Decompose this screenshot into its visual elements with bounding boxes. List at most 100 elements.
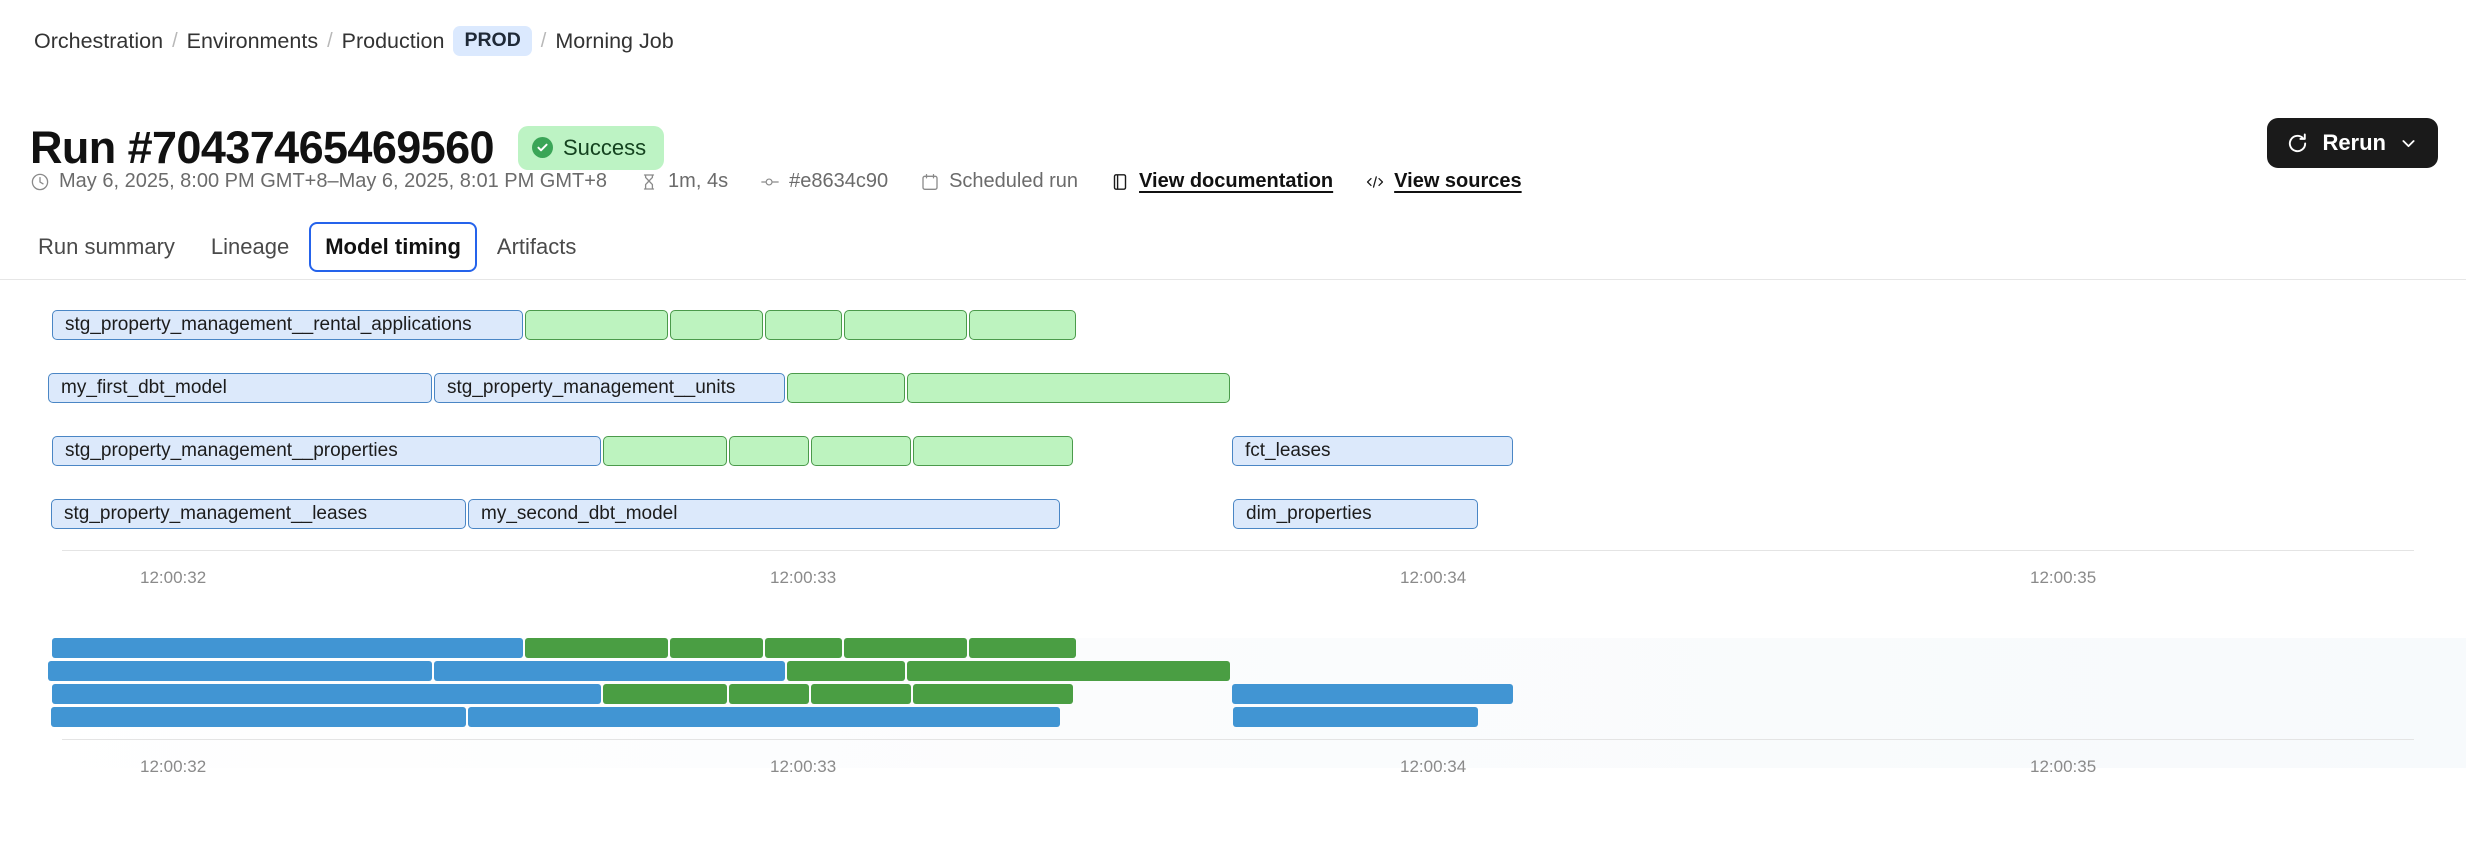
tab-run-summary[interactable]: Run summary (38, 234, 175, 259)
gantt-bar-my_first_dbt_model[interactable]: my_first_dbt_model (48, 373, 432, 403)
breadcrumb-item-orchestration[interactable]: Orchestration (34, 28, 164, 53)
minimap-bar-test[interactable] (969, 638, 1076, 658)
minimap-bar-test[interactable] (787, 661, 905, 681)
gantt-bar-stg_property_management__leases[interactable]: stg_property_management__leases (51, 499, 466, 529)
commit-icon (761, 178, 779, 186)
axis-tick-label: 12:00:33 (770, 757, 837, 776)
breadcrumb-badge-prod: PROD (453, 26, 532, 56)
gantt-bar-label: fct_leases (1245, 440, 1331, 461)
minimap-row (0, 707, 2466, 727)
minimap-bar-test[interactable] (765, 638, 842, 658)
minimap-bar-model[interactable] (52, 684, 601, 704)
gantt-row: stg_property_management__properties fct_l… (0, 436, 2466, 466)
gantt-bar-test[interactable] (969, 310, 1076, 340)
axis-tick-label: 12:00:35 (2030, 757, 2097, 776)
view-sources-link[interactable]: View sources (1365, 170, 1522, 193)
minimap-bar-model[interactable] (48, 661, 432, 681)
meta-duration-text: 1m, 4s (668, 170, 729, 192)
calendar-icon (922, 173, 938, 190)
gantt-bar-label: stg_property_management__rental_applicat… (65, 314, 472, 335)
gantt-bar-stg_property_management__rental_applications[interactable]: stg_property_management__rental_applicat… (52, 310, 523, 340)
axis-tick-label: 12:00:35 (2030, 568, 2097, 587)
page-title: Run #70437465469560 (30, 122, 495, 174)
rerun-button[interactable]: Rerun (2267, 118, 2438, 168)
book-icon (1113, 173, 1127, 190)
minimap-bar-test[interactable] (913, 684, 1073, 704)
breadcrumb-separator: / (540, 29, 547, 52)
code-icon (1367, 175, 1384, 188)
minimap-bar-model[interactable] (468, 707, 1060, 727)
minimap-bar-test[interactable] (844, 638, 967, 658)
minimap-bar-model[interactable] (52, 638, 523, 658)
gantt-axis-rule (62, 550, 2414, 551)
minimap-bar-model[interactable] (434, 661, 785, 681)
minimap-axis-rule (62, 739, 2414, 740)
tab-lineage[interactable]: Lineage (210, 234, 290, 259)
gantt-bar-label: stg_property_management__properties (65, 440, 398, 461)
minimap-bar-test[interactable] (729, 684, 809, 704)
gantt-bar-test[interactable] (603, 436, 727, 466)
view-documentation-label[interactable]: View documentation (1139, 170, 1334, 192)
minimap-bar-test[interactable] (670, 638, 763, 658)
minimap-bar-model[interactable] (51, 707, 466, 727)
meta-trigger-text: Scheduled run (949, 170, 1079, 192)
title-row: Run #70437465469560 Success (30, 95, 665, 200)
rerun-label: Rerun (2322, 130, 2386, 155)
gantt-bar-label: my_second_dbt_model (481, 503, 678, 524)
status-label: Success (562, 134, 647, 160)
breadcrumb-item-environments[interactable]: Environments (186, 28, 319, 53)
minimap-bar-test[interactable] (907, 661, 1230, 681)
check-circle-icon (531, 137, 553, 159)
tab-model-timing[interactable]: Model timing (309, 222, 477, 272)
model-timing-minimap[interactable]: 12:00:32 12:00:33 12:00:34 12:00:35 (0, 638, 2466, 776)
gantt-bar-test[interactable] (787, 373, 905, 403)
minimap-bar-test[interactable] (525, 638, 668, 658)
tab-artifacts[interactable]: Artifacts (496, 234, 577, 259)
view-sources-label[interactable]: View sources (1394, 170, 1522, 192)
breadcrumb-separator: / (172, 29, 178, 52)
gantt-bar-stg_property_management__units[interactable]: stg_property_management__units (434, 373, 785, 403)
chevron-down-icon[interactable] (2399, 134, 2418, 153)
breadcrumb-item-production[interactable]: Production (341, 28, 445, 53)
tab-bar: Run summary Lineage Model timing Artifac… (22, 222, 592, 272)
axis-tick-label: 12:00:34 (1400, 568, 1467, 587)
tab-bar-divider (0, 279, 2466, 280)
meta-time-range-text: May 6, 2025, 8:00 PM GMT+8–May 6, 2025, … (59, 170, 608, 192)
gantt-bar-test[interactable] (913, 436, 1073, 466)
gantt-bar-test[interactable] (811, 436, 911, 466)
minimap-row (0, 661, 2466, 681)
gantt-bar-fct_leases[interactable]: fct_leases (1232, 436, 1513, 466)
refresh-icon (2289, 133, 2307, 152)
breadcrumb-item-morning-job[interactable]: Morning Job (555, 28, 674, 53)
meta-commit: #e8634c90 (760, 170, 888, 193)
hourglass-icon (643, 173, 655, 190)
gantt-row: stg_property_management__leases my_second… (0, 499, 2466, 529)
view-documentation-link[interactable]: View documentation (1110, 170, 1333, 193)
meta-commit-text: #e8634c90 (789, 170, 889, 192)
gantt-bar-test[interactable] (907, 373, 1230, 403)
minimap-bar-test[interactable] (811, 684, 911, 704)
gantt-bar-test[interactable] (525, 310, 668, 340)
minimap-bar-model[interactable] (1232, 684, 1513, 704)
breadcrumb-separator: / (327, 29, 333, 52)
breadcrumb: Orchestration / Environments / Productio… (34, 26, 674, 56)
minimap-row (0, 638, 2466, 658)
gantt-bar-dim_properties[interactable]: dim_properties (1233, 499, 1478, 529)
gantt-bar-test[interactable] (670, 310, 763, 340)
minimap-axis-labels: 12:00:32 12:00:33 12:00:34 12:00:35 (0, 757, 2466, 779)
gantt-bar-test[interactable] (844, 310, 967, 340)
gantt-bar-test[interactable] (729, 436, 809, 466)
gantt-row: stg_property_management__rental_applicat… (0, 310, 2466, 340)
gantt-bar-my_second_dbt_model[interactable]: my_second_dbt_model (468, 499, 1060, 529)
meta-trigger: Scheduled run (920, 170, 1078, 193)
minimap-bar-model[interactable] (1233, 707, 1478, 727)
axis-tick-label: 12:00:34 (1400, 757, 1467, 776)
gantt-bar-stg_property_management__properties[interactable]: stg_property_management__properties (52, 436, 601, 466)
status-badge: Success (517, 125, 665, 170)
axis-tick-label: 12:00:32 (140, 757, 207, 776)
axis-tick-label: 12:00:33 (770, 568, 837, 587)
gantt-bar-label: dim_properties (1246, 503, 1372, 524)
minimap-bar-test[interactable] (603, 684, 727, 704)
gantt-bar-test[interactable] (765, 310, 842, 340)
